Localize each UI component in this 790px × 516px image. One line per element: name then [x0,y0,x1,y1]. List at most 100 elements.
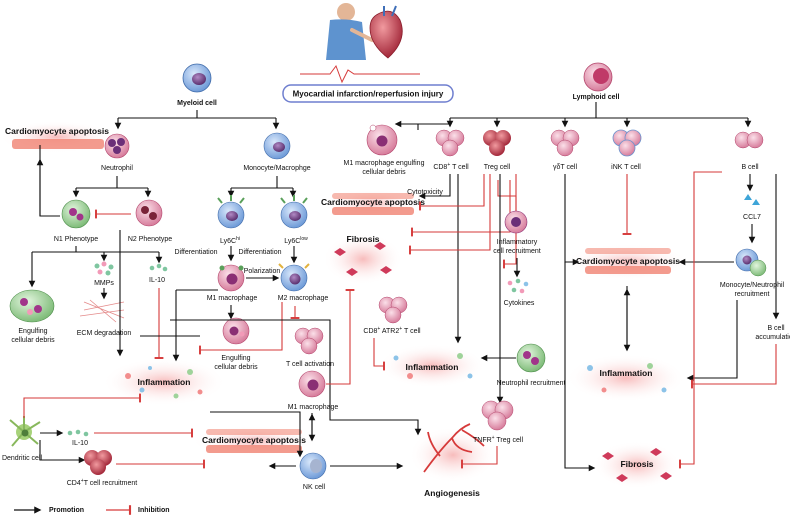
m1-macrophage-bottom [298,370,326,398]
neutrophil-recruit-cell [516,343,546,373]
lymphoid-label: Lymphoid cell [573,94,620,101]
myeloid-tree [118,110,280,128]
il10-dots-n2 [149,263,168,272]
svg-text:Inflammation: Inflammation [600,368,653,378]
inkt-label: iNK T cell [611,164,641,171]
b-cell-label: B cell [741,164,759,171]
ecm-label: ECM degradation [77,330,132,337]
engulfing-m1 [222,317,250,345]
engulf-m1-label-1: Engulfing [221,355,250,362]
m2-label: M2 macrophage [278,295,329,302]
cytokine-dots [507,278,529,294]
treg-label: Treg cell [484,164,511,171]
cardiomyocyte-apoptosis-center: Cardiomyocyte apoptosis [321,189,425,217]
dendritic-label: Dendritic cell [2,455,43,462]
title-box [282,84,454,103]
cd8-cell-cluster [435,129,465,157]
svg-text:Cardiomyocyte apoptosis: Cardiomyocyte apoptosis [576,256,680,266]
svg-text:Inflammation: Inflammation [406,362,459,372]
neutrophil-recruit-label: Neutrophil recruitment [497,380,566,387]
dendritic-cell [9,416,41,447]
engulf-label-2: cellular debris [11,337,55,344]
svg-text:Cardiomyocyte apoptosis: Cardiomyocyte apoptosis [5,126,109,136]
diff-label-right: Differentiation [238,249,281,256]
tnfr-treg-cell-cluster [481,400,514,431]
fibrosis-bottomright: Fibrosis [593,441,681,489]
b-acc-label-1: B cell [767,325,785,332]
legend-inhibition: Inhibition [138,507,170,514]
neutrophil-cell [104,133,130,159]
cd8-atr2-cell-cluster [378,296,408,324]
t-activation-label: T cell activation [286,361,334,368]
il10-label-dc: IL-10 [72,440,88,447]
cardiomyocyte-apoptosis-topleft: Cardiomyocyte apoptosis [0,121,115,153]
infl-rec-label-1: Inflammatory [497,239,538,246]
diff-label-left: Differentiation [174,249,217,256]
inkt-cell-cluster [612,129,642,157]
tnfr-label: TNFR+ Treg cell [473,435,523,444]
inflammation-center: Inflammation [378,344,486,388]
il10-dots-dc [67,429,89,437]
m1-bottom-label: M1 macrophage [288,404,339,411]
legend: Promotion Inhibition [14,505,170,515]
page-title: Myocardial infarction/reperfusion injury [293,90,444,99]
m1-label: M1 macrophage [207,295,258,302]
patient-heart-illustration [300,3,420,84]
ccl7-triangles [744,194,760,205]
ccl7-label: CCL7 [743,214,761,221]
n2-cell [135,199,163,227]
m1-engulfing-top [366,124,398,156]
angiogenesis-label: Angiogenesis [424,488,480,498]
cd4-label: CD4+T cell recruitment [67,478,138,487]
neutrophil-label: Neutrophil [101,165,133,172]
lymphoid-cell [583,62,613,92]
monocyte-cell [263,132,291,160]
b-cell-cluster [734,131,764,149]
n2-label: N2 Phenotype [128,236,172,243]
cytokines-label: Cytokines [504,300,535,307]
mono-neu-label-1: Monocyte/Neutrophil [720,282,785,289]
cardiomyocyte-apoptosis-right: Cardiomyocyte apoptosis [565,244,689,280]
m1-macrophage-cell [217,264,245,292]
polarization-label: Polarization [244,268,281,275]
myeloid-label: Myeloid cell [177,100,217,107]
ly6chi-label: Ly6Chi [220,236,240,245]
treg-cell-cluster [483,130,511,156]
monocyte-label: Monocyte/Macrophge [243,165,310,172]
inflammatory-recruit-cell [504,210,528,234]
infl-rec-label-2: cell recruitment [493,248,541,255]
fibrosis-center: Fibrosis [323,233,403,285]
n1-label: N1 Phenotype [54,236,98,243]
il10-label-n2: IL-10 [149,277,165,284]
myeloid-cell [182,63,212,93]
cd8-atr2-label: CD8+ ATR2+ T cell [363,326,421,335]
cytotoxicity-label: Cytotoxicity [407,189,443,196]
inflammation-left: Inflammation [102,358,226,406]
mono-neu-label-2: recruitment [734,291,769,298]
ly6chi-cell [217,195,245,229]
gdt-cell-cluster [550,129,580,157]
svg-text:Cardiomyocyte apoptosis: Cardiomyocyte apoptosis [202,435,306,445]
b-acc-label-2: accumulation [755,334,790,341]
cd4-cell-cluster [84,450,112,475]
nk-label: NK cell [303,484,326,491]
ly6clow-label: Ly6Clow [284,236,308,245]
cardiomyocyte-apoptosis-bottom: Cardiomyocyte apoptosis [192,426,316,456]
m1-engulf-top-label-1: M1 macrophage engulfing [344,160,425,167]
nk-cell [299,452,327,480]
m2-macrophage-cell [278,263,310,292]
ly6clow-cell [280,195,308,229]
ecm-mesh [79,299,125,323]
mono-neutrophil-cell [735,248,767,277]
mmps-label: MMPs [94,280,114,287]
svg-text:Fibrosis: Fibrosis [346,234,379,244]
m1-engulf-top-label-2: cellular debris [362,169,406,176]
svg-text:Cardiomyocyte apoptosis: Cardiomyocyte apoptosis [321,197,425,207]
engulf-label-1: Engulfing [18,328,47,335]
angiogenesis-illustration [409,423,497,483]
svg-text:Fibrosis: Fibrosis [620,459,653,469]
t-cell-activation-cluster [294,327,324,355]
inflammation-right: Inflammation [566,354,686,402]
gdt-label: γδT cell [553,164,577,171]
